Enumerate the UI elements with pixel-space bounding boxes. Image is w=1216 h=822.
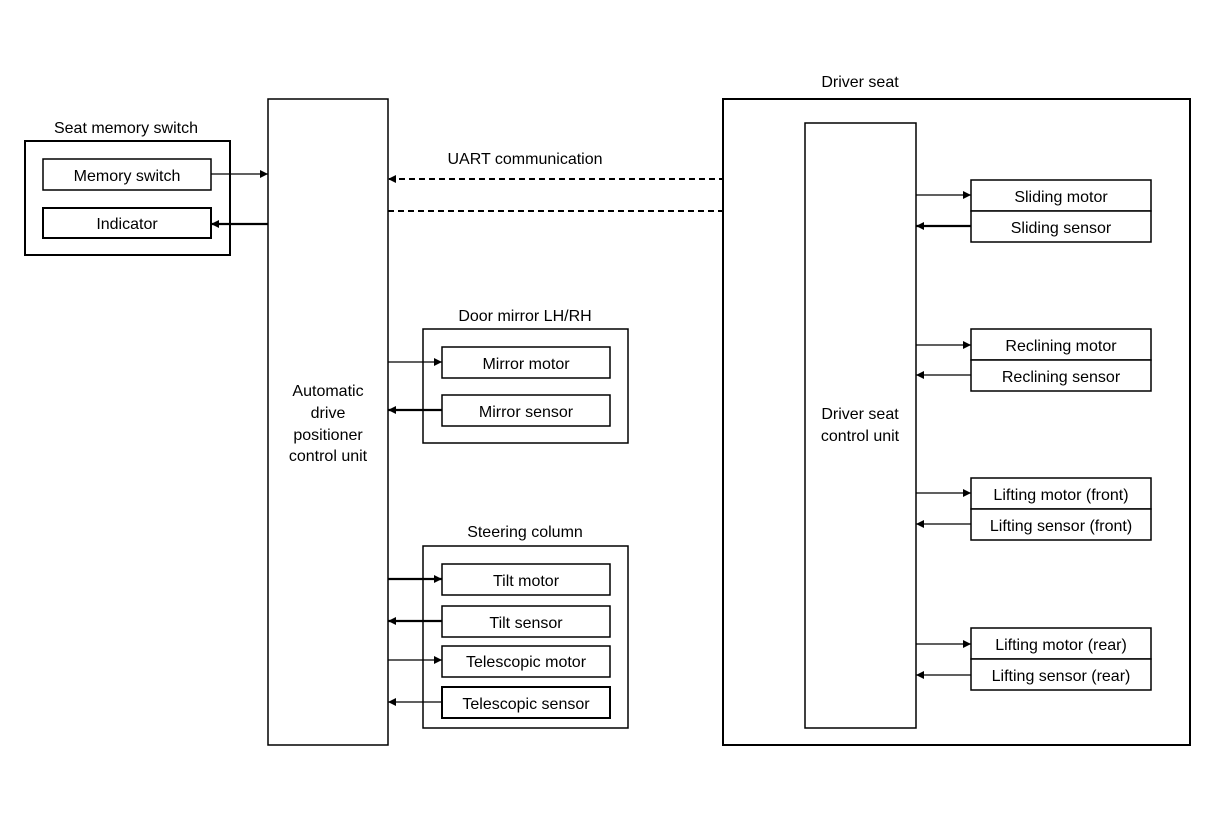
door-mirror-title: Door mirror LH/RH	[458, 308, 591, 325]
telescopic-motor-box	[441, 645, 611, 678]
memory-switch-label: Memory switch	[74, 168, 181, 185]
reclining-motor-label: Reclining motor	[1005, 338, 1117, 355]
sliding-motor-label: Sliding motor	[1014, 189, 1108, 206]
mirror-motor-label: Mirror motor	[482, 356, 570, 373]
adp-control-unit-line4: control unit	[289, 448, 368, 465]
seat-memory-switch-group: Seat memory switch Memory switch Indicat…	[24, 120, 231, 256]
driver-seat-control-unit-line2: control unit	[821, 428, 900, 445]
lifting-motor-rear-label: Lifting motor (rear)	[995, 637, 1127, 654]
telescopic-sensor-label: Telescopic sensor	[462, 696, 590, 713]
sliding-sensor-label: Sliding sensor	[1011, 220, 1112, 237]
tilt-sensor-label: Tilt sensor	[489, 615, 563, 632]
lifting-sensor-front-box	[970, 508, 1152, 541]
door-mirror-group: Door mirror LH/RH Mirror motor Mirror se…	[422, 308, 629, 444]
adp-control-unit: Automatic drive positioner control unit	[267, 98, 389, 746]
lifting-sensor-rear-box	[970, 658, 1152, 691]
telescopic-motor-label: Telescopic motor	[466, 654, 587, 671]
mirror-sensor-label: Mirror sensor	[479, 404, 574, 421]
driver-seat-control-unit-box	[804, 122, 917, 729]
tilt-sensor-box	[441, 605, 611, 638]
indicator-box	[42, 207, 212, 239]
indicator-label: Indicator	[96, 216, 158, 233]
tilt-motor-label: Tilt motor	[493, 573, 560, 590]
steering-column-title: Steering column	[467, 524, 583, 541]
sliding-sensor-box	[970, 210, 1152, 243]
steering-column-group: Steering column Tilt motor Tilt sensor T…	[422, 524, 629, 729]
lifting-motor-front-box	[970, 477, 1152, 510]
driver-seat-group: Driver seat Driver seat control unit Sli…	[722, 74, 1191, 746]
adp-control-unit-line1: Automatic	[292, 383, 363, 400]
adp-control-unit-line2: drive	[311, 405, 346, 422]
uart-communication-label: UART communication	[447, 151, 602, 168]
lifting-motor-front-label: Lifting motor (front)	[993, 487, 1128, 504]
reclining-sensor-label: Reclining sensor	[1002, 369, 1121, 386]
tilt-motor-box	[441, 563, 611, 596]
adp-control-unit-box	[267, 98, 389, 746]
adp-control-unit-line3: positioner	[293, 427, 363, 444]
driver-seat-title: Driver seat	[821, 74, 899, 91]
driver-seat-control-unit-line1: Driver seat	[821, 406, 899, 423]
memory-switch-box	[42, 158, 212, 191]
lifting-sensor-front-label: Lifting sensor (front)	[990, 518, 1132, 535]
mirror-motor-box	[441, 346, 611, 379]
reclining-motor-box	[970, 328, 1152, 361]
seat-memory-switch-title: Seat memory switch	[54, 120, 198, 137]
lifting-sensor-rear-label: Lifting sensor (rear)	[992, 668, 1131, 685]
mirror-sensor-box	[441, 394, 611, 427]
